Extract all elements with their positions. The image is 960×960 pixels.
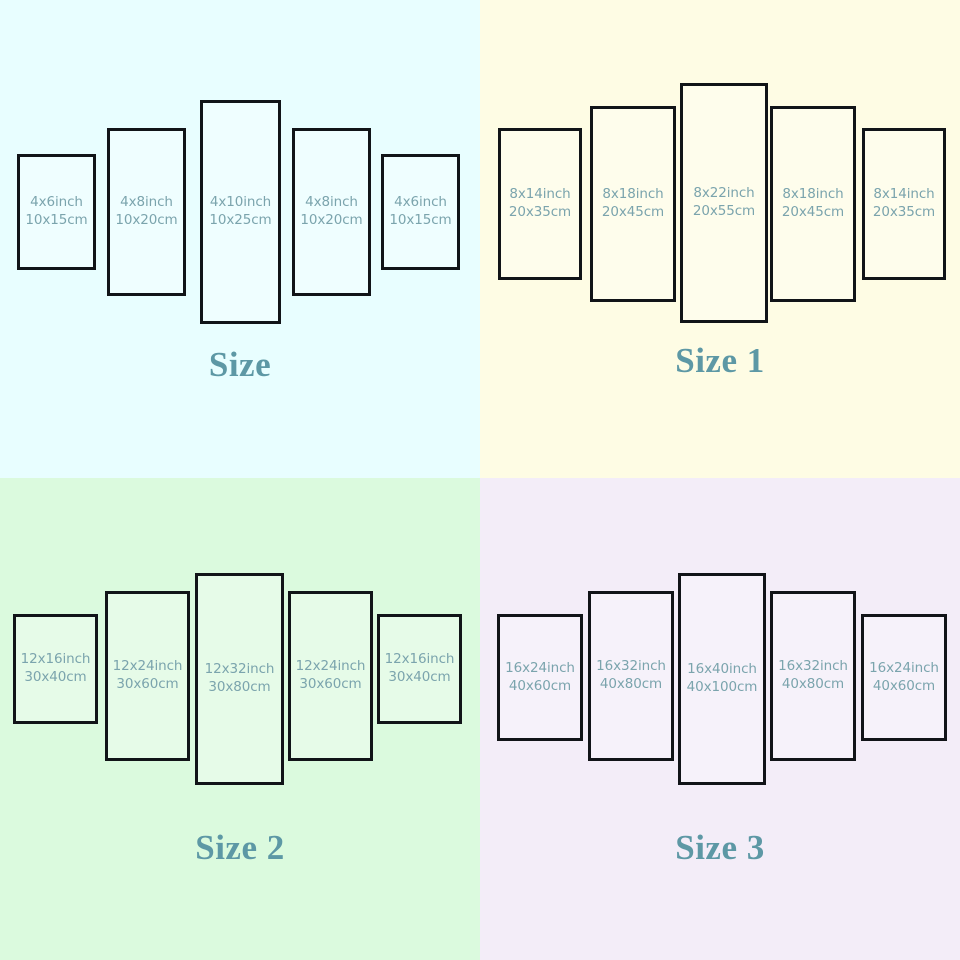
panel-inch-size: 16x40inch [687, 661, 757, 678]
canvas-panel-2[interactable]: 8x18inch 20x45cm [590, 106, 676, 302]
quadrant-title: Size [208, 345, 272, 384]
panel-cm-size: 10x15cm [25, 212, 88, 228]
size-option-size-3[interactable]: 16x24inch 40x60cm 16x32inch 40x80cm 16x4… [480, 478, 960, 960]
panel-inch-size: 16x24inch [505, 659, 575, 676]
canvas-panel-5[interactable]: 8x14inch 20x35cm [862, 128, 946, 280]
panel-cm-size: 40x80cm [781, 676, 845, 692]
canvas-panel-5[interactable]: 16x24inch 40x60cm [861, 614, 947, 741]
canvas-panel-3[interactable]: 8x22inch 20x55cm [680, 83, 768, 323]
quadrant-title: Size 1 [675, 341, 765, 380]
panel-label: 4x6inch 10x15cm [389, 194, 451, 229]
canvas-panel-4[interactable]: 4x8inch 10x20cm [292, 128, 371, 296]
panel-cm-size: 10x15cm [389, 212, 452, 228]
panel-inch-size: 8x22inch [693, 185, 755, 202]
panel-cm-size: 10x20cm [115, 212, 178, 228]
panel-label: 8x18inch 20x45cm [782, 186, 844, 221]
canvas-panel-5[interactable]: 4x6inch 10x15cm [381, 154, 460, 270]
panel-inch-size: 12x16inch [384, 651, 455, 668]
panel-cm-size: 20x45cm [601, 204, 665, 220]
panel-cm-size: 40x100cm [686, 679, 758, 695]
size-option-size[interactable]: 4x6inch 10x15cm 4x8inch 10x20cm 4x10inch… [0, 0, 480, 478]
panel-inch-size: 8x18inch [782, 186, 844, 203]
panel-cm-size: 20x35cm [872, 204, 936, 220]
panel-cm-size: 10x20cm [300, 212, 363, 228]
canvas-panel-3[interactable]: 4x10inch 10x25cm [200, 100, 281, 324]
panel-label: 4x8inch 10x20cm [300, 194, 362, 229]
panel-inch-size: 12x32inch [204, 661, 275, 678]
panel-label: 8x18inch 20x45cm [602, 186, 664, 221]
panel-label: 4x10inch 10x25cm [209, 194, 271, 229]
panel-label: 4x8inch 10x20cm [115, 194, 177, 229]
panel-label: 12x32inch 30x80cm [205, 661, 275, 696]
panel-inch-size: 4x8inch [305, 194, 358, 211]
panel-label: 16x32inch 40x80cm [596, 658, 666, 693]
quadrant-title: Size 2 [195, 828, 285, 867]
panel-cm-size: 20x45cm [781, 204, 845, 220]
panel-inch-size: 16x24inch [869, 659, 939, 676]
quadrant-title: Size 3 [675, 828, 765, 867]
panel-cm-size: 10x25cm [209, 212, 272, 228]
panel-inch-size: 4x6inch [30, 194, 83, 211]
canvas-panel-4[interactable]: 12x24inch 30x60cm [288, 591, 373, 761]
panel-label: 8x14inch 20x35cm [873, 186, 935, 221]
canvas-panel-1[interactable]: 16x24inch 40x60cm [497, 614, 583, 741]
canvas-panel-3[interactable]: 12x32inch 30x80cm [195, 573, 284, 785]
panel-inch-size: 12x24inch [112, 658, 183, 675]
panel-cm-size: 30x40cm [24, 669, 87, 685]
panel-label: 16x24inch 40x60cm [869, 660, 939, 695]
panel-group: 16x24inch 40x60cm 16x32inch 40x80cm 16x4… [480, 573, 960, 905]
panel-inch-size: 8x14inch [873, 186, 935, 203]
canvas-panel-2[interactable]: 4x8inch 10x20cm [107, 128, 186, 296]
panel-cm-size: 20x35cm [508, 204, 572, 220]
panel-label: 8x22inch 20x55cm [693, 185, 755, 220]
panel-group: 12x16inch 30x40cm 12x24inch 30x60cm 12x3… [0, 573, 480, 905]
panel-inch-size: 8x18inch [602, 186, 664, 203]
panel-cm-size: 30x40cm [388, 669, 451, 685]
panel-inch-size: 4x8inch [120, 194, 173, 211]
panel-cm-size: 40x60cm [508, 677, 572, 694]
size-option-size-2[interactable]: 12x16inch 30x40cm 12x24inch 30x60cm 12x3… [0, 478, 480, 960]
canvas-panel-5[interactable]: 12x16inch 30x40cm [377, 614, 462, 724]
panel-cm-size: 40x80cm [599, 676, 663, 692]
panel-inch-size: 16x32inch [596, 658, 666, 675]
panel-label: 16x32inch 40x80cm [778, 658, 848, 693]
panel-label: 12x24inch 30x60cm [296, 658, 366, 693]
canvas-panel-1[interactable]: 12x16inch 30x40cm [13, 614, 98, 724]
panel-group: 8x14inch 20x35cm 8x18inch 20x45cm 8x22in… [480, 78, 960, 408]
panel-inch-size: 16x32inch [778, 658, 848, 675]
panel-group: 4x6inch 10x15cm 4x8inch 10x20cm 4x10inch… [0, 96, 480, 426]
panel-inch-size: 12x24inch [295, 658, 366, 675]
panel-label: 16x24inch 40x60cm [505, 660, 575, 695]
panel-label: 12x16inch 30x40cm [21, 651, 91, 686]
canvas-panel-4[interactable]: 16x32inch 40x80cm [770, 591, 856, 761]
panel-inch-size: 12x16inch [20, 651, 91, 668]
canvas-panel-2[interactable]: 16x32inch 40x80cm [588, 591, 674, 761]
panel-label: 16x40inch 40x100cm [687, 661, 758, 696]
panel-cm-size: 40x60cm [872, 677, 936, 694]
panel-label: 12x24inch 30x60cm [113, 658, 183, 693]
panel-label: 8x14inch 20x35cm [509, 186, 571, 221]
size-option-size-1[interactable]: 8x14inch 20x35cm 8x18inch 20x45cm 8x22in… [480, 0, 960, 478]
panel-label: 12x16inch 30x40cm [385, 651, 455, 686]
panel-cm-size: 20x55cm [692, 203, 756, 219]
panel-cm-size: 30x60cm [116, 676, 179, 692]
canvas-panel-3[interactable]: 16x40inch 40x100cm [678, 573, 766, 785]
canvas-panel-1[interactable]: 8x14inch 20x35cm [498, 128, 582, 280]
canvas-panel-4[interactable]: 8x18inch 20x45cm [770, 106, 856, 302]
canvas-panel-1[interactable]: 4x6inch 10x15cm [17, 154, 96, 270]
panel-cm-size: 30x80cm [208, 679, 271, 695]
panel-cm-size: 30x60cm [299, 676, 362, 692]
panel-inch-size: 8x14inch [509, 186, 571, 203]
panel-label: 4x6inch 10x15cm [25, 194, 87, 229]
canvas-panel-2[interactable]: 12x24inch 30x60cm [105, 591, 190, 761]
panel-inch-size: 4x10inch [209, 194, 272, 211]
panel-inch-size: 4x6inch [394, 194, 447, 211]
